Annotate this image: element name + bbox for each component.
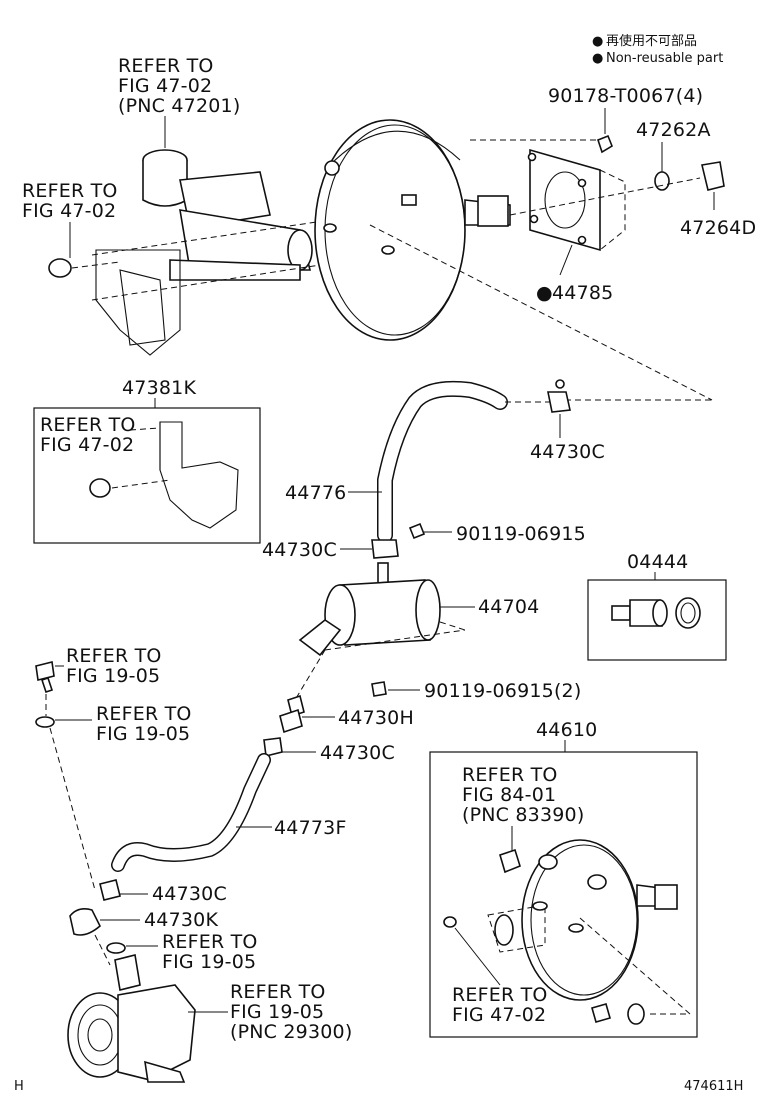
refer-fig8401-line2: FIG 84-01 [462,784,556,806]
legend-text-jp: 再使用不可部品 [606,33,697,49]
power-steering-pump-drawing [67,954,228,1083]
bottom-left-fittings [69,879,158,966]
refer-fig1905-d-line2: FIG 19-05 [230,1001,324,1023]
legend-bullet-jp: ● [592,34,603,49]
footer-left-mark: H [14,1079,24,1094]
refer-fig1905-c-line2: FIG 19-05 [162,951,256,973]
kit-04444-drawing [611,597,701,629]
bracket-47381K-box [33,407,261,544]
pn-44776: 44776 [285,482,346,504]
refer-nut-callout: REFER TO FIG 47-02 [22,180,118,258]
vacuum-pump-44704-drawing [298,562,475,657]
pn-44730K: 44730K [144,909,218,931]
refer-fig8401-line1: REFER TO [462,764,558,786]
left-bolt-and-washer [35,661,96,891]
pn-44785-bullet: ● [536,282,553,304]
pn-44785: 44785 [552,282,613,304]
refer-fig8401-line3: (PNC 83390) [462,804,584,826]
check-valve-drawing [263,649,335,757]
refer-fig1905-b-line2: FIG 19-05 [96,723,190,745]
pn-44704: 44704 [478,596,539,618]
refer-fig4702-box-line2: FIG 47-02 [452,1004,546,1026]
refer-nut-line1: REFER TO [22,180,118,202]
pn-44730H: 44730H [338,707,414,729]
refer-master-cyl-line3: (PNC 47201) [118,95,240,117]
pn-47262A: 47262A [636,119,711,141]
pn-44730C-mid: 44730C [262,539,337,561]
pn-44610: 44610 [536,719,597,741]
refer-bracket-line1: REFER TO [40,414,136,436]
refer-master-cyl-line1: REFER TO [118,55,214,77]
bracket-drawing [89,421,239,529]
pn-44773F: 44773F [274,817,347,839]
refer-fig1905-c-line1: REFER TO [162,931,258,953]
refer-fig1905-b-line1: REFER TO [96,703,192,725]
pn-04444: 04444 [627,551,688,573]
legend: ● 再使用不可部品 ● Non-reusable part [592,33,723,66]
kit-04444-box [587,579,727,661]
figure-id: 474611H [684,1079,743,1094]
pn-90119-b: 90119-06915(2) [424,680,581,702]
pn-90119-a: 90119-06915 [456,523,586,545]
refer-fig1905-d-line1: REFER TO [230,981,326,1003]
pn-90178: 90178-T0067(4) [548,85,703,107]
pn-44730C-low: 44730C [320,742,395,764]
refer-nut-line2: FIG 47-02 [22,200,116,222]
pn-44730C-top: 44730C [530,441,605,463]
hose-44773F-drawing [111,753,272,872]
clamp-mid-drawing [340,522,452,559]
vacuum-hose-44776-drawing [377,379,571,543]
refer-fig4702-box-line1: REFER TO [452,984,548,1006]
bolt-90119-b-drawing [371,681,420,697]
refer-master-cyl-line2: FIG 47-02 [118,75,212,97]
master-cylinder-drawing [48,149,331,356]
refer-bracket-line2: FIG 47-02 [40,434,134,456]
pn-44730C-bottom: 44730C [152,883,227,905]
legend-text-en: Non-reusable part [606,51,723,66]
right-small-parts [509,108,725,216]
brake-booster-top-drawing [314,119,511,341]
legend-bullet-en: ● [592,51,603,66]
booster-44610-box [429,751,698,1038]
refer-fig1905-a-line1: REFER TO [66,645,162,667]
pn-47264D: 47264D [680,217,756,239]
refer-fig1905-d-line3: (PNC 29300) [230,1021,352,1043]
pn-47381K: 47381K [122,377,196,399]
refer-master-cylinder-callout: REFER TO FIG 47-02 (PNC 47201) [118,55,240,148]
refer-fig1905-a-line2: FIG 19-05 [66,665,160,687]
brake-booster-44610-drawing [443,839,691,1025]
gasket-44785-drawing [470,139,626,252]
